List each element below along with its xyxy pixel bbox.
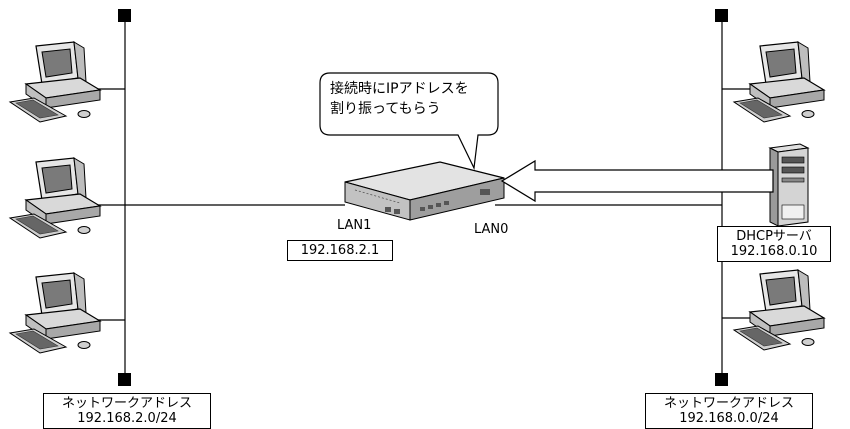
callout-bubble [319, 72, 499, 171]
dhcp-arrow-icon [500, 159, 774, 203]
left-network-title: ネットワークアドレス [61, 396, 192, 411]
computer-icon [9, 272, 101, 354]
right-network-address: 192.168.0.0/24 [679, 411, 779, 426]
left-network-address: 192.168.2.0/24 [77, 411, 177, 426]
lan1-ip-label: 192.168.2.1 [287, 240, 393, 261]
server-icon [768, 143, 810, 227]
right-bus-top-terminator [715, 9, 728, 22]
left-network-label: ネットワークアドレス 192.168.2.0/24 [43, 393, 211, 429]
left-bus-bottom-terminator [118, 373, 131, 386]
dhcp-server-name: DHCPサーバ [736, 229, 812, 244]
right-network-title: ネットワークアドレス [663, 396, 794, 411]
dhcp-server-ip: 192.168.0.10 [730, 244, 818, 259]
left-bus-top-terminator [118, 9, 131, 22]
lan1-label: LAN1 [337, 218, 372, 233]
callout-line-2: 割り振ってもらう [330, 101, 441, 117]
right-network-label: ネットワークアドレス 192.168.0.0/24 [645, 393, 813, 429]
computer-icon [9, 41, 101, 123]
computer-icon [9, 157, 101, 239]
router-icon [344, 161, 505, 221]
callout-text: 接続時にIPアドレスを 割り振ってもらう [320, 73, 498, 135]
computer-icon [733, 41, 825, 123]
dhcp-server-label: DHCPサーバ 192.168.0.10 [717, 226, 831, 262]
callout-line-1: 接続時にIPアドレスを [330, 81, 469, 97]
right-bus-bottom-terminator [715, 373, 728, 386]
computer-icon [733, 269, 825, 351]
lan0-label: LAN0 [474, 222, 509, 237]
